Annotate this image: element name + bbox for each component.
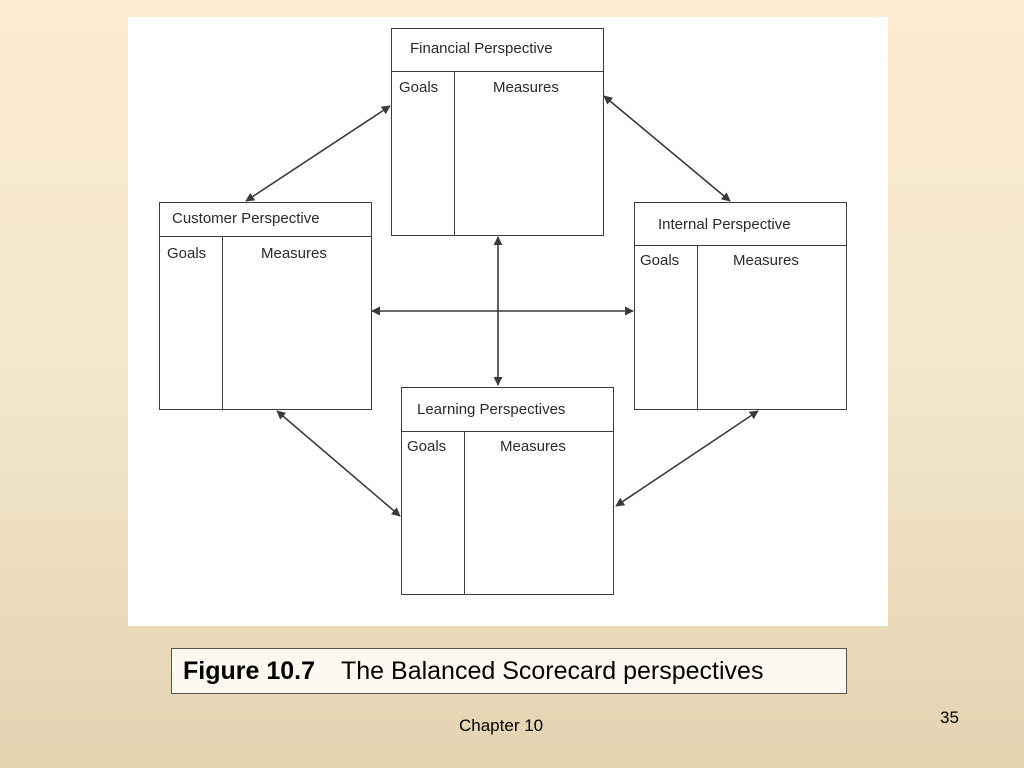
arrow-financial-internal	[603, 95, 731, 202]
figure-caption-text: The Balanced Scorecard perspectives	[341, 656, 764, 685]
box-title: Customer Perspective	[160, 203, 371, 237]
box-title: Financial Perspective	[392, 29, 603, 72]
financial-perspective-box: Financial Perspective Goals Measures	[391, 28, 604, 236]
measures-label: Measures	[733, 252, 799, 269]
column-divider	[464, 432, 465, 594]
measures-label: Measures	[261, 245, 327, 262]
column-divider	[222, 237, 223, 409]
arrow-internal-learning	[615, 410, 759, 507]
measures-label: Measures	[500, 438, 566, 455]
learning-perspectives-box: Learning Perspectives Goals Measures	[401, 387, 614, 595]
figure-caption: Figure 10.7 The Balanced Scorecard persp…	[171, 648, 847, 694]
goals-label: Goals	[407, 438, 447, 455]
connector-layer	[245, 95, 759, 517]
customer-perspective-box: Customer Perspective Goals Measures	[159, 202, 372, 410]
arrow-financial-customer	[245, 105, 391, 202]
column-divider	[454, 72, 455, 235]
goals-label: Goals	[399, 79, 439, 96]
measures-label: Measures	[493, 79, 559, 96]
figure-panel: Financial Perspective Goals Measures Cus…	[128, 17, 888, 626]
box-title: Learning Perspectives	[402, 388, 613, 432]
arrow-customer-learning	[276, 410, 401, 517]
box-title: Internal Perspective	[635, 203, 846, 246]
page-number: 35	[940, 708, 959, 727]
internal-perspective-box: Internal Perspective Goals Measures	[634, 202, 847, 410]
column-divider	[697, 246, 698, 409]
goals-label: Goals	[167, 245, 207, 262]
chapter-footer: Chapter 10	[459, 716, 544, 735]
figure-number: Figure 10.7	[183, 656, 315, 685]
goals-label: Goals	[640, 252, 680, 269]
